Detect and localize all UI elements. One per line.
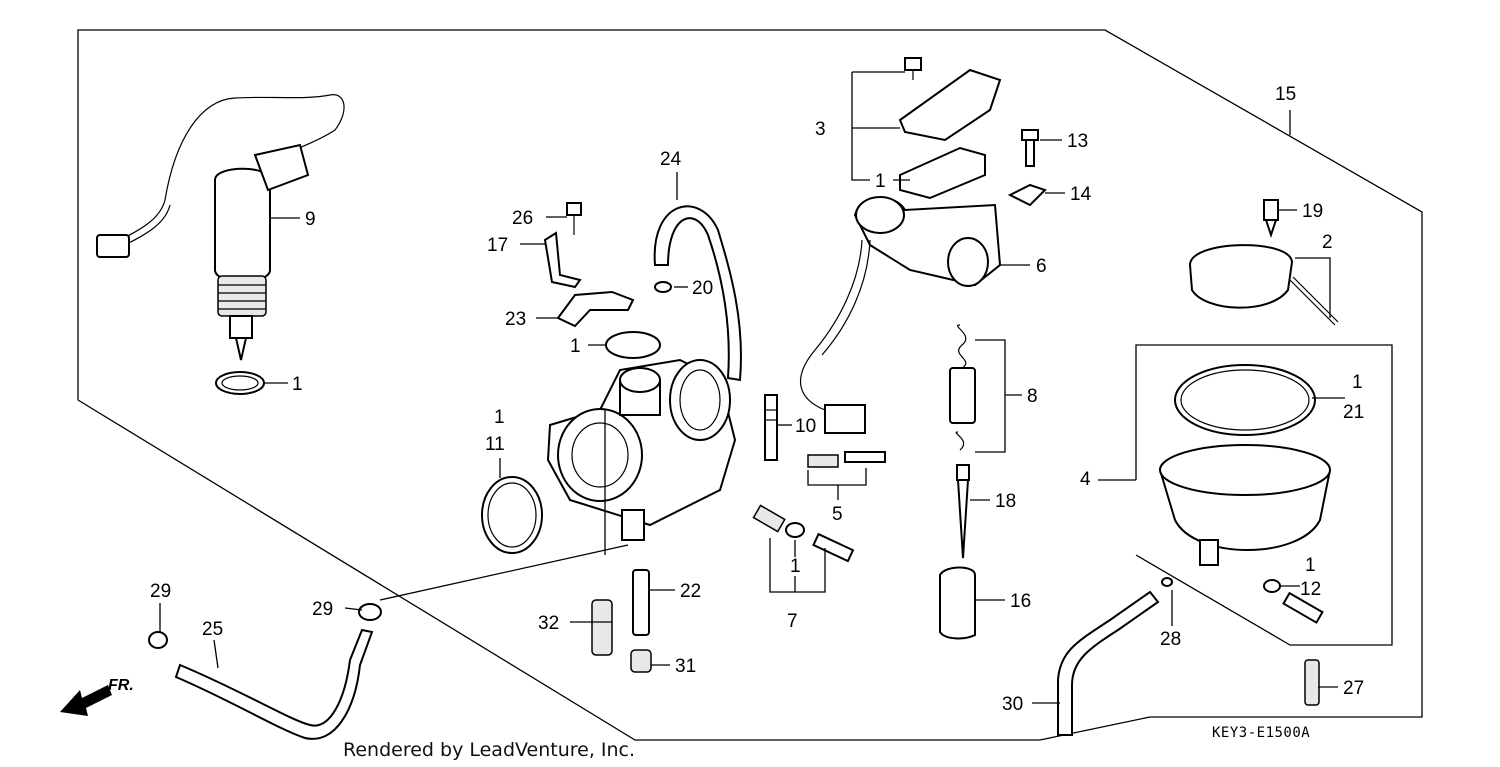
part-screw-26 xyxy=(566,202,582,235)
callout-7: 7 xyxy=(787,611,798,632)
part-needle-18 xyxy=(956,464,970,559)
part-screw-3 xyxy=(904,57,922,80)
part-screw-13 xyxy=(1021,129,1039,167)
part-needle-8 xyxy=(949,324,976,451)
callout-1: 1 xyxy=(875,171,886,192)
callout-8: 8 xyxy=(1027,386,1038,407)
part-ring-20 xyxy=(654,281,672,293)
callout-1: 1 xyxy=(494,407,505,428)
part-tube-24 xyxy=(653,205,742,382)
callout-10: 10 xyxy=(795,416,816,437)
callout-1: 1 xyxy=(790,556,801,577)
callout-27: 27 xyxy=(1343,678,1364,699)
part-jet-31 xyxy=(630,649,652,673)
callout-26: 26 xyxy=(512,208,533,229)
callout-2: 2 xyxy=(1322,232,1333,253)
callout-21: 21 xyxy=(1343,402,1364,423)
leader-lines xyxy=(159,71,1345,704)
part-sleeve-16 xyxy=(939,566,976,640)
part-screw-12 xyxy=(1282,591,1324,624)
part-hose-30 xyxy=(1057,590,1160,736)
part-clip-28 xyxy=(1161,577,1173,587)
part-carburetor-body xyxy=(546,358,737,541)
direction-label: FR. xyxy=(108,677,134,694)
callout-23: 23 xyxy=(505,309,526,330)
callout-11: 11 xyxy=(485,434,505,455)
part-auto-choke xyxy=(96,94,345,361)
callout-1: 1 xyxy=(1352,372,1363,393)
callout-20: 20 xyxy=(692,278,713,299)
callout-9: 9 xyxy=(305,209,316,230)
callout-13: 13 xyxy=(1067,131,1088,152)
callout-30: 30 xyxy=(1002,694,1023,715)
callout-28: 28 xyxy=(1160,629,1181,650)
part-clamp-29b xyxy=(358,603,382,621)
callout-6: 6 xyxy=(1036,256,1047,277)
part-clip-14 xyxy=(1007,183,1047,207)
callout-14: 14 xyxy=(1070,184,1092,205)
callout-16: 16 xyxy=(1010,591,1031,612)
diagram-code: KEY3-E1500A xyxy=(1212,725,1310,741)
callout-1: 1 xyxy=(570,336,581,357)
callout-1: 1 xyxy=(292,374,303,395)
part-jet-10 xyxy=(764,394,778,461)
part-clip-17 xyxy=(543,231,582,289)
part-gasket-1 xyxy=(899,146,986,200)
callout-24: 24 xyxy=(660,149,682,170)
part-jet-32 xyxy=(591,599,613,656)
part-cover-3 xyxy=(898,68,1002,142)
subgroup-box-4 xyxy=(1135,344,1393,646)
callout-15: 15 xyxy=(1275,84,1296,105)
part-throttle-assembly-6 xyxy=(799,196,1002,434)
part-float-chamber-4 xyxy=(1158,444,1332,566)
credit-text: Rendered by LeadVenture, Inc. xyxy=(343,739,635,761)
part-screw-7 xyxy=(752,504,855,563)
callout-12: 12 xyxy=(1300,579,1321,600)
callout-17: 17 xyxy=(487,235,508,256)
callout-29: 29 xyxy=(150,581,171,602)
part-oring-11 xyxy=(481,476,543,554)
callout-22: 22 xyxy=(680,581,701,602)
front-direction-arrow-icon: FR. xyxy=(60,677,134,716)
diagram-frame xyxy=(77,29,1423,741)
part-bracket-23 xyxy=(556,290,635,328)
callout-19: 19 xyxy=(1302,201,1323,222)
part-screw-27 xyxy=(1304,659,1320,706)
callout-1: 1 xyxy=(1305,555,1316,576)
callout-31: 31 xyxy=(675,656,696,677)
callout-labels: 9 1 3 1 13 14 6 8 18 16 24 26 17 20 23 1… xyxy=(150,84,1364,715)
callout-29: 29 xyxy=(312,599,333,620)
callout-5: 5 xyxy=(832,504,843,525)
callout-25: 25 xyxy=(202,619,223,640)
part-float-2 xyxy=(1188,244,1339,326)
callout-32: 32 xyxy=(538,613,559,634)
callout-3: 3 xyxy=(815,119,826,140)
callout-4: 4 xyxy=(1080,469,1091,490)
part-clamp-29a xyxy=(148,631,168,649)
callout-18: 18 xyxy=(995,491,1016,512)
part-jet-22 xyxy=(632,569,650,636)
part-hose-25 xyxy=(174,628,374,740)
part-screw-5 xyxy=(807,451,886,468)
part-oring-9 xyxy=(215,371,265,395)
part-gasket-21 xyxy=(1174,364,1316,436)
part-needle-valve-19 xyxy=(1263,199,1279,239)
part-oring-23 xyxy=(605,331,661,359)
part-oring-12 xyxy=(1263,579,1281,593)
